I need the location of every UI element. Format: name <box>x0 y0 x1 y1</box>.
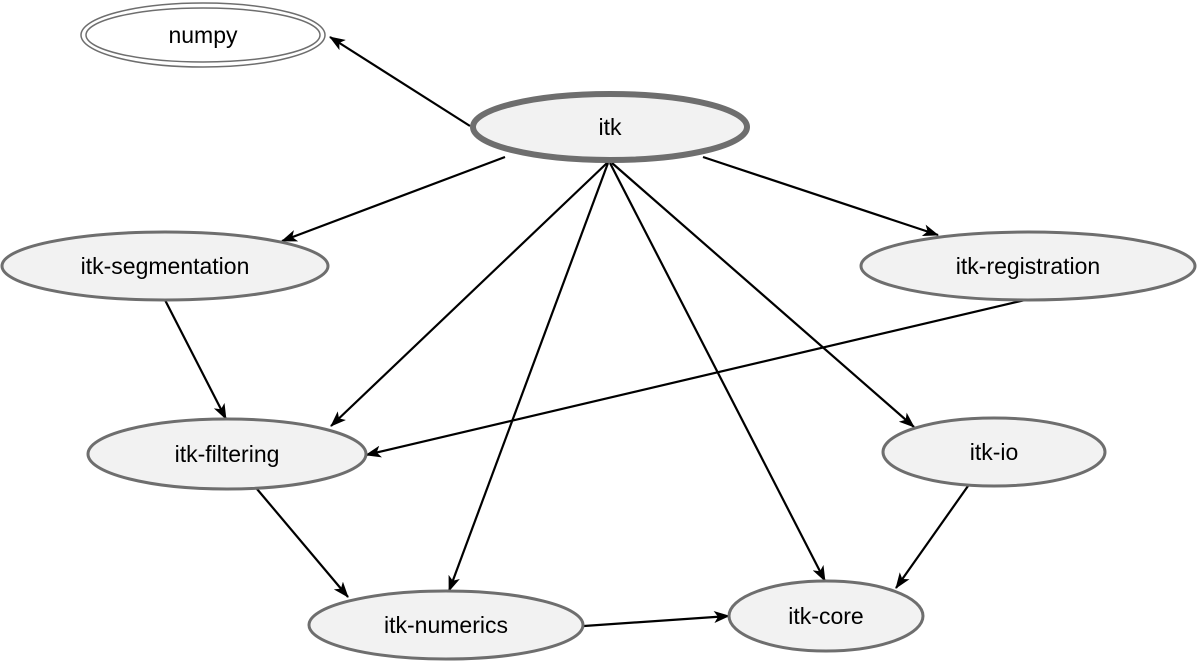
edge-arrow-itk-numerics-to-itk-core <box>583 611 730 628</box>
node-ellipse-itk-io <box>881 416 1107 488</box>
node-label-itk-io: itk-io <box>970 439 1019 465</box>
node-itk-registration: itk-registration <box>859 230 1197 302</box>
edge-arrow-itk-io-to-itk-core <box>895 485 969 589</box>
node-label-itk-registration: itk-registration <box>956 253 1100 279</box>
edge-arrow-itk-to-itk-numerics <box>447 162 610 592</box>
edge-arrow-itk-to-itk-registration <box>702 155 939 237</box>
edge-arrow-itk-segmentation-to-itk-filtering <box>164 299 227 420</box>
node-ellipse-itk-segmentation <box>0 230 330 302</box>
node-ellipse-itk-registration <box>859 230 1197 302</box>
node-ellipse-itk-filtering <box>86 417 368 491</box>
node-itk-segmentation: itk-segmentation <box>0 230 330 302</box>
node-itk-core: itk-core <box>727 579 925 653</box>
node-label-itk-filtering: itk-filtering <box>175 441 280 467</box>
node-label-itk-segmentation: itk-segmentation <box>81 253 250 279</box>
node-label-itk-core: itk-core <box>788 603 863 629</box>
edge-arrow-itk-registration-to-itk-filtering <box>365 298 1026 458</box>
edge-arrow-itk-to-numpy <box>329 36 471 127</box>
node-ellipse-itk-numerics <box>307 589 585 661</box>
node-itk: itk <box>470 91 750 163</box>
node-label-itk: itk <box>599 114 623 140</box>
edge-arrow-itk-to-itk-filtering <box>330 162 608 427</box>
node-numpy: numpy <box>80 2 326 68</box>
node-itk-numerics: itk-numerics <box>307 589 585 661</box>
node-itk-filtering: itk-filtering <box>86 417 368 491</box>
node-label-itk-numerics: itk-numerics <box>384 612 508 638</box>
edge-arrow-itk-to-itk-io <box>611 162 915 428</box>
node-ellipse-itk <box>470 91 750 163</box>
edge-arrow-itk-to-itk-segmentation <box>281 155 506 243</box>
edges-layer <box>164 36 1026 628</box>
node-itk-io: itk-io <box>881 416 1107 488</box>
edge-arrow-itk-filtering-to-itk-numerics <box>256 488 349 598</box>
node-inner-ellipse-numpy <box>85 7 321 63</box>
node-label-numpy: numpy <box>168 22 238 48</box>
node-ellipse-itk-core <box>727 579 925 653</box>
